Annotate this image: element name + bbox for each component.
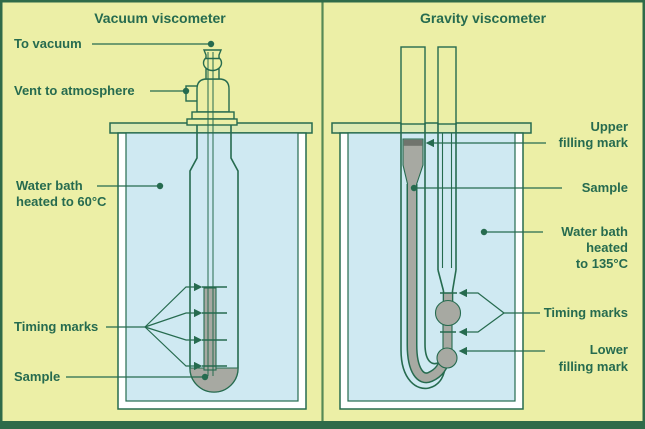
water-bath-right xyxy=(347,132,516,402)
label-water-bath-right-2: heated xyxy=(586,240,628,255)
bath-lid-right xyxy=(331,122,532,134)
label-upper-filling-1: Upper xyxy=(590,119,628,134)
water-bath-dot-left xyxy=(156,182,164,190)
right-limb-top xyxy=(437,46,457,125)
left-limb-top xyxy=(400,46,426,125)
capillary-tube xyxy=(207,52,214,376)
timing-marks-fan-right xyxy=(458,288,505,337)
vent-dot xyxy=(182,87,190,95)
label-timing-marks-left: Timing marks xyxy=(14,319,98,334)
water-bath-dot-right xyxy=(480,228,488,236)
sample-dot-right xyxy=(410,184,418,192)
sample-dot-left xyxy=(201,373,209,381)
label-water-bath-left-1: Water bath xyxy=(16,178,83,193)
label-timing-marks-right: Timing marks xyxy=(544,305,628,320)
label-water-bath-right-1: Water bath xyxy=(561,224,628,239)
sample-reservoir xyxy=(189,367,239,393)
panel-title-vacuum: Vacuum viscometer xyxy=(94,10,226,26)
label-sample-right: Sample xyxy=(582,180,628,195)
vacuum-viscometer-panel: Vacuum viscometer xyxy=(14,10,313,410)
label-vent: Vent to atmosphere xyxy=(14,83,135,98)
label-upper-filling-2: filling mark xyxy=(559,135,629,150)
label-water-bath-right-3: to 135°C xyxy=(576,256,629,271)
timing-bulb xyxy=(434,299,462,327)
timing-marks-fan-left xyxy=(144,282,203,371)
u-tube-inner-wall xyxy=(424,123,441,365)
upper-filling-mark-line xyxy=(403,139,423,146)
gravity-viscometer-panel: Gravity viscometer xyxy=(331,10,629,410)
to-vacuum-dot xyxy=(207,40,215,48)
label-to-vacuum: To vacuum xyxy=(14,36,82,51)
sample-fluid xyxy=(402,138,462,384)
label-lower-filling-2: filling mark xyxy=(559,359,629,374)
timing-mark-lines-left xyxy=(202,286,227,367)
timing-mark-lines-right xyxy=(440,292,457,333)
label-lower-filling-1: Lower xyxy=(590,342,628,357)
lower-filling-bulb xyxy=(436,347,458,369)
right-limb-glass xyxy=(437,123,457,304)
panel-divider xyxy=(321,0,324,429)
adapter-flange-lower xyxy=(186,118,238,126)
label-water-bath-left-2: heated to 60°C xyxy=(16,194,107,209)
label-sample-left: Sample xyxy=(14,369,60,384)
panel-title-gravity: Gravity viscometer xyxy=(420,10,547,26)
sample-column xyxy=(203,287,217,371)
